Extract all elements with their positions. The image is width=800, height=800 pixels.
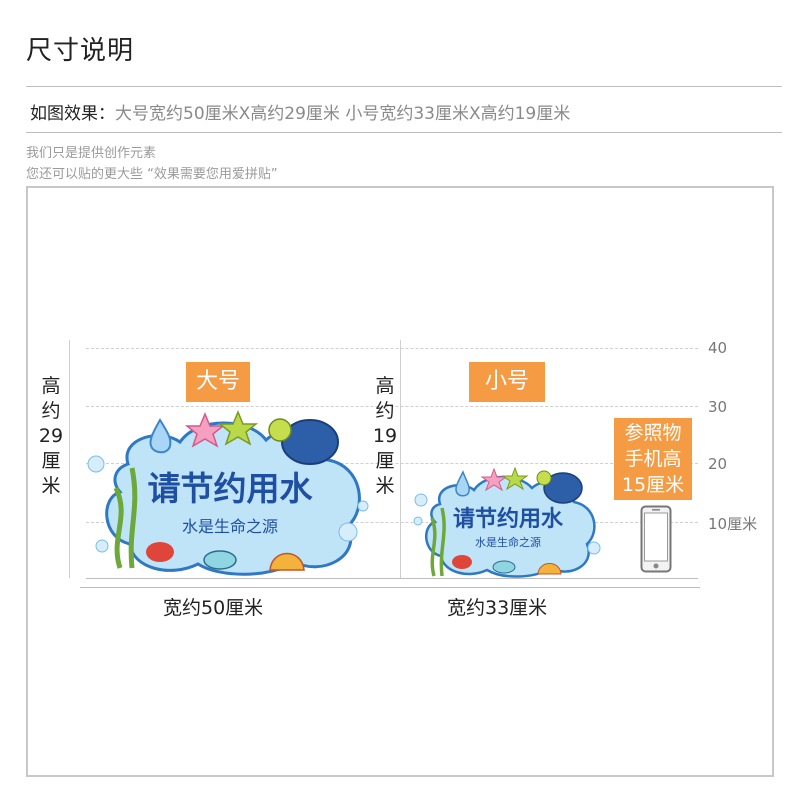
turtle-icon [543, 472, 583, 504]
large-height-char: 米 [41, 475, 61, 497]
starfish-icon [501, 466, 529, 491]
large-width-label: 宽约50厘米 [163, 597, 264, 619]
large-badge: 大号 [186, 362, 250, 402]
water-drop-icon [149, 418, 172, 454]
small-height-char: 米 [375, 475, 395, 497]
turtle-icon [281, 419, 339, 465]
turtle-head-icon [268, 418, 292, 442]
large-sign-title: 请节约用水 [148, 469, 314, 508]
size-spec-value: 大号宽约50厘米X高约29厘米 小号宽约33厘米X高约19厘米 [115, 104, 571, 124]
title-divider [26, 86, 782, 87]
large-height-char: 厘 [41, 450, 61, 472]
illustration-frame [26, 186, 774, 777]
seaweed-icon [113, 467, 138, 569]
reference-label: 参照物 手机高 15厘米 [614, 418, 692, 500]
bubble-icon [413, 516, 423, 526]
tick-20: 20 [708, 455, 728, 473]
crab-icon [146, 542, 174, 562]
large-sign-subtitle: 水是生命之源 [182, 517, 278, 536]
tick-30: 30 [708, 398, 728, 416]
bubble-icon [338, 522, 358, 542]
large-sign-illustration: 请节约用水 水是生命之源 [87, 410, 369, 576]
large-height-char: 29 [38, 425, 64, 447]
starfish-icon [217, 410, 259, 446]
bubble-icon [357, 500, 369, 512]
guide-line-30 [86, 406, 698, 407]
size-spec: 如图效果：大号宽约50厘米X高约29厘米 小号宽约33厘米X高约19厘米 [30, 99, 570, 124]
small-height-char: 高 [375, 375, 395, 397]
note-line-2: 您还可以贴的更大些 “效果需要您用爱拼贴” [26, 167, 278, 182]
large-height-label: 高 约 29 厘 米 [38, 374, 64, 499]
small-height-label: 高 约 19 厘 米 [372, 374, 398, 499]
bubble-icon [95, 539, 109, 553]
bubble-icon [87, 455, 105, 473]
small-height-char: 约 [375, 400, 395, 422]
small-width-label: 宽约33厘米 [447, 597, 548, 619]
phone-icon [640, 505, 672, 573]
spec-divider [26, 132, 782, 133]
large-height-axis [69, 340, 70, 578]
small-sign-subtitle: 水是生命之源 [475, 535, 541, 549]
small-height-char: 19 [372, 425, 398, 447]
tick-40: 40 [708, 339, 728, 357]
width-axis [80, 587, 700, 588]
fish-icon [492, 560, 516, 574]
bubble-icon [414, 493, 428, 507]
size-spec-label: 如图效果： [30, 104, 115, 124]
bubble-icon [587, 541, 601, 555]
page-title: 尺寸说明 [26, 36, 135, 66]
shell-icon [269, 552, 305, 571]
small-badge: 小号 [469, 362, 545, 402]
crab-icon [452, 555, 472, 569]
water-drop-icon [455, 470, 470, 497]
turtle-head-icon [536, 470, 552, 486]
starfish-icon [184, 412, 226, 448]
small-height-axis [400, 340, 401, 578]
shell-icon [537, 563, 562, 575]
starfish-icon [480, 467, 508, 492]
tick-10: 10厘米 [708, 515, 758, 533]
reference-line: 15厘米 [621, 474, 685, 496]
large-height-char: 高 [41, 375, 61, 397]
small-sign-title: 请节约用水 [453, 506, 564, 532]
reference-line: 手机高 [624, 448, 682, 470]
guide-line-10 [86, 522, 698, 523]
small-sign-illustration: 请节约用水 水是生命之源 [413, 466, 601, 578]
guide-line-40 [86, 348, 698, 349]
reference-line: 参照物 [624, 422, 682, 444]
baseline [86, 578, 698, 579]
fish-icon [203, 550, 237, 570]
note-line-1: 我们只是提供创作元素 [26, 146, 157, 161]
small-height-char: 厘 [375, 450, 395, 472]
large-height-char: 约 [41, 400, 61, 422]
seaweed-icon [430, 507, 446, 577]
guide-line-20 [86, 463, 698, 464]
